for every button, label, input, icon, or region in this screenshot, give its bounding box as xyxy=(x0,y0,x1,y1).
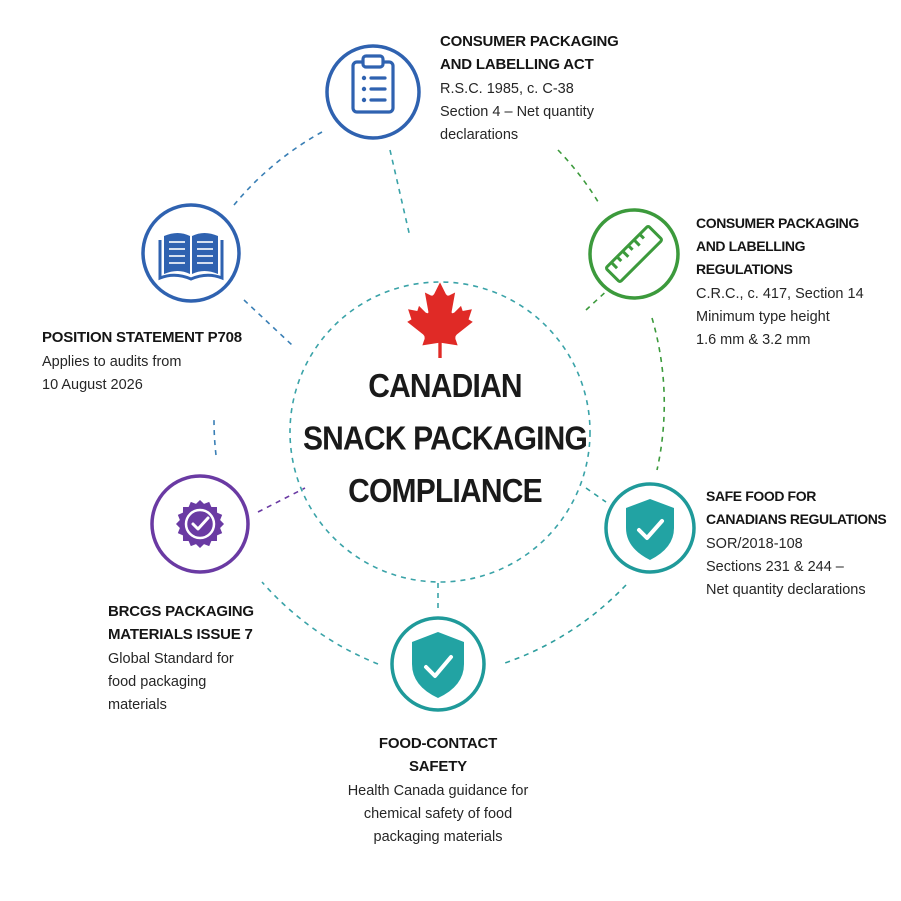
ring-arc-food-to-brcgs xyxy=(261,581,379,665)
label-cpla-desc: R.S.C. 1985, c. C-38 Section 4 – Net qua… xyxy=(440,81,594,143)
label-cplr-title: CONSUMER PACKAGING AND LABELLING REGULAT… xyxy=(696,215,859,277)
shield-check-icon xyxy=(626,499,674,560)
ring-arc-cpla-to-cplr xyxy=(557,149,601,206)
open-book-icon xyxy=(158,233,224,281)
label-brcgs: BRCGS PACKAGING MATERIALS ISSUE 7 Global… xyxy=(108,600,308,717)
node-food-contact xyxy=(390,616,486,712)
label-cpla-title: CONSUMER PACKAGING AND LABELLING ACT xyxy=(440,33,619,73)
node-brcgs xyxy=(150,474,250,574)
ring-arc-brcgs-to-p708 xyxy=(213,419,217,456)
node-p708 xyxy=(141,203,241,303)
ring-arc-sfcr-to-food xyxy=(501,584,627,665)
label-cplr: CONSUMER PACKAGING AND LABELLING REGULAT… xyxy=(696,212,896,352)
outer-ring xyxy=(213,131,666,665)
ring-arc-cplr-to-sfcr xyxy=(651,317,666,471)
label-brcgs-title: BRCGS PACKAGING MATERIALS ISSUE 7 xyxy=(108,603,254,643)
ruler-icon xyxy=(605,225,663,283)
label-p708-desc: Applies to audits from 10 August 2026 xyxy=(42,354,182,393)
award-badge-icon xyxy=(176,500,224,548)
label-sfcr-title: SAFE FOOD FOR CANADIANS REGULATIONS xyxy=(706,488,887,527)
label-cpla: CONSUMER PACKAGING AND LABELLING ACT R.S… xyxy=(440,30,700,147)
label-brcgs-desc: Global Standard for food packaging mater… xyxy=(108,651,234,713)
ring-arc-p708-to-cpla xyxy=(233,131,323,206)
label-p708-title: POSITION STATEMENT P708 xyxy=(42,329,242,346)
spoke-cpla xyxy=(389,149,411,238)
maple-leaf-icon xyxy=(407,282,473,358)
label-food-contact-title: FOOD-CONTACT SAFETY xyxy=(378,735,498,775)
label-food-contact-desc: Health Canada guidance for chemical safe… xyxy=(347,783,529,845)
label-cplr-desc: C.R.C., c. 417, Section 14 Minimum type … xyxy=(696,286,864,348)
label-p708: POSITION STATEMENT P708 Applies to audit… xyxy=(42,326,282,397)
label-sfcr-desc: SOR/2018-108 Sections 231 & 244 – Net qu… xyxy=(706,536,866,598)
node-cpla xyxy=(325,44,421,140)
inner-dashed-circle xyxy=(289,281,591,583)
clipboard-checklist-icon xyxy=(351,54,395,114)
shield-check-icon xyxy=(412,632,464,698)
spoke-p708 xyxy=(243,299,293,346)
node-sfcr xyxy=(604,482,696,574)
label-sfcr: SAFE FOOD FOR CANADIANS REGULATIONS SOR/… xyxy=(706,485,898,602)
spoke-brcgs xyxy=(257,487,306,513)
center-title: CANADIAN SNACK PACKAGING COMPLIANCE xyxy=(302,367,588,511)
spoke-sfcr xyxy=(585,487,607,503)
node-cplr xyxy=(588,208,680,300)
label-food-contact: FOOD-CONTACT SAFETY Health Canada guidan… xyxy=(318,732,558,849)
spokes xyxy=(243,149,613,610)
